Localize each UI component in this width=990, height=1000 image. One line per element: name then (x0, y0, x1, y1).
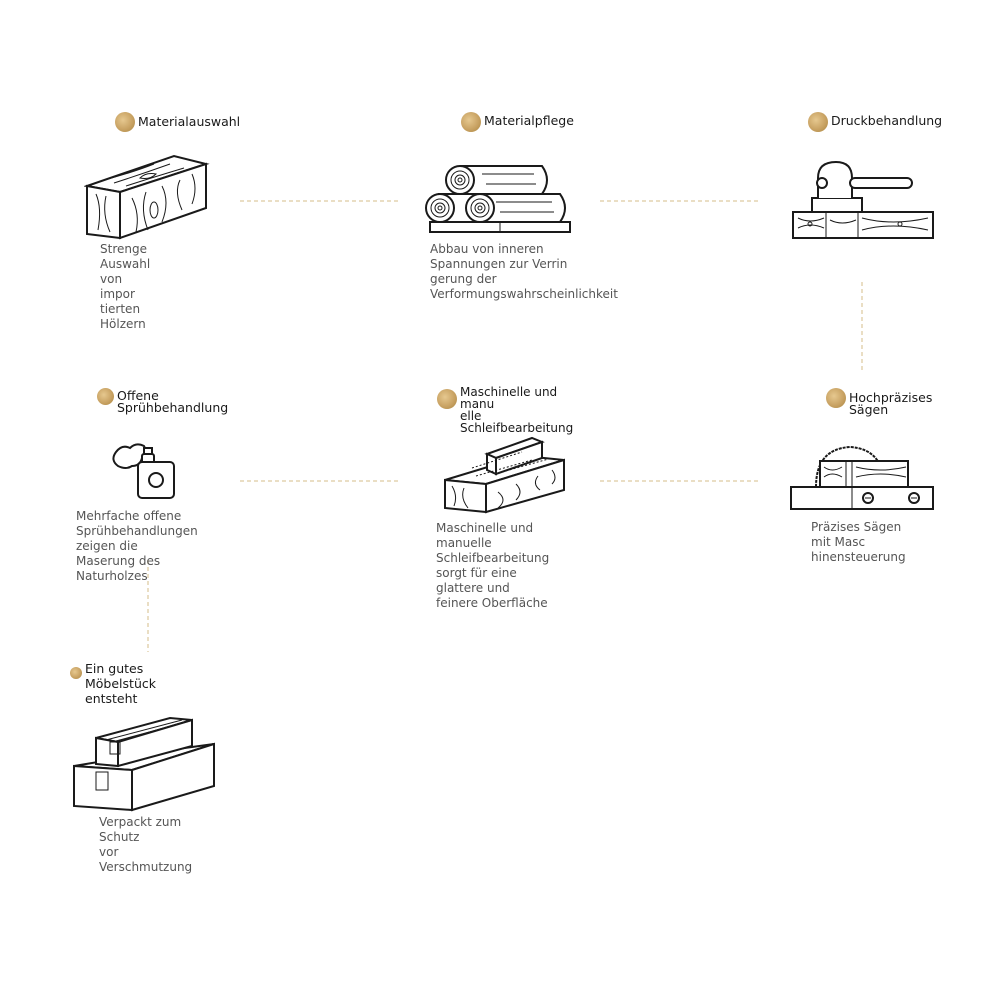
step-title: Druckbehandlung (831, 113, 943, 128)
step-description: Mehrfache offene Sprühbehandlungen zeige… (76, 509, 198, 583)
step-badge-icon (437, 389, 457, 409)
step-description: Präzises Sägen mit Masc hinensteuerung (811, 520, 906, 564)
clamp-press-icon (792, 160, 934, 239)
step-description: Strenge Auswahl von impor tierten Hölzer… (100, 242, 151, 331)
step-badge-icon (826, 388, 846, 408)
spray-can-icon (112, 443, 175, 499)
step-description: Maschinelle und manuelle Schleifbearbeit… (436, 521, 550, 610)
step-badge-icon (115, 112, 135, 132)
step-title: Maschinelle und manu elle Schleifbearbei… (460, 385, 574, 435)
step-title: Materialauswahl (138, 114, 241, 129)
step-description: Verpackt zum Schutz vor Verschmutzung (99, 815, 193, 874)
step-title: Ein gutes Möbelstück entsteht (85, 661, 156, 706)
log-pile-icon (425, 165, 571, 233)
sanding-block-icon (444, 436, 565, 514)
step-title: Offene Sprühbehandlung (117, 388, 229, 415)
step-badge-icon (70, 667, 82, 679)
packaged-boxes-icon (73, 716, 215, 812)
step-badge-icon (97, 388, 114, 405)
step-title: Materialpflege (484, 113, 574, 128)
step-title: Hochpräzises Sägen (849, 390, 933, 417)
lumber-block-icon (84, 154, 210, 240)
step-badge-icon (461, 112, 481, 132)
step-description: Abbau von inneren Spannungen zur Verrin … (430, 242, 618, 301)
circular-saw-icon (790, 445, 934, 510)
step-badge-icon (808, 112, 828, 132)
